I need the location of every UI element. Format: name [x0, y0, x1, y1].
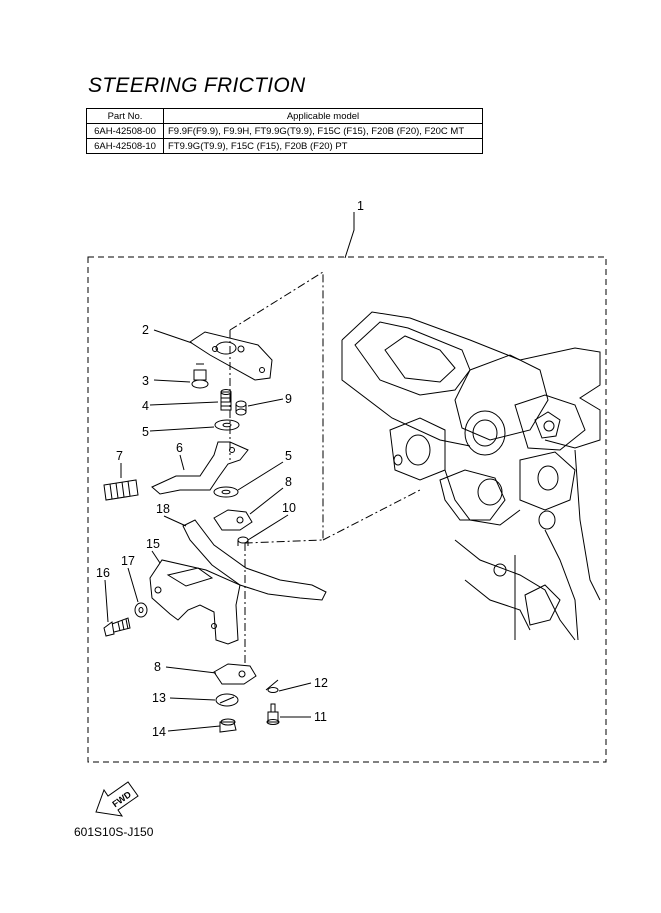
callout-label: 6	[176, 441, 183, 455]
callout-label: 8	[285, 475, 292, 489]
part-bolt-16	[103, 617, 131, 637]
callout-label: 1	[357, 199, 364, 213]
assembly-frame	[87, 256, 607, 763]
part-plate-13	[215, 693, 239, 707]
part-stud-4	[220, 389, 232, 411]
part-plate-2	[259, 367, 265, 373]
part-collar-10	[237, 536, 249, 544]
callout-label: 9	[285, 392, 292, 406]
callout-label: 13	[152, 691, 166, 705]
part-washer-17	[134, 602, 148, 618]
part-cam-8	[236, 516, 244, 524]
callout-numbers: 1 2 3 4 5 6 7 5 8 9 10 18 15 17 16 8 12 …	[96, 199, 364, 739]
part-plate-2	[237, 345, 245, 353]
part-no-cell: 6AH-42508-10	[86, 138, 164, 154]
part-plate-2	[215, 341, 237, 355]
callout-label: 8	[154, 660, 161, 674]
part-cam-8	[238, 670, 246, 678]
guide-line	[265, 679, 279, 691]
applicable-model-table: Part No. Applicable model 6AH-42508-00 F…	[86, 108, 483, 154]
assembly-guide-lines	[229, 271, 421, 665]
callout-label: 18	[156, 502, 170, 516]
part-washer-5	[222, 422, 232, 428]
callout-leaders	[104, 212, 355, 732]
part-plate-2	[212, 346, 218, 352]
table-header-row: Part No. Applicable model	[86, 108, 483, 124]
fwd-arrow-icon: FWD	[95, 781, 139, 817]
part-nut-14	[219, 718, 237, 733]
callout-label: 14	[152, 725, 166, 739]
model-cell: FT9.9G(T9.9), F15C (F15), F20B (F20) PT	[163, 138, 483, 154]
callout-label: 5	[142, 425, 149, 439]
part-grip-7	[103, 479, 139, 501]
callout-label: 3	[142, 374, 149, 388]
part-lever-6	[229, 447, 235, 453]
callout-label: 4	[142, 399, 149, 413]
callout-label: 16	[96, 566, 110, 580]
callout-label: 11	[314, 710, 327, 724]
part-plate-2	[189, 331, 273, 381]
part-washer-5	[214, 419, 240, 431]
part-collar-9	[235, 400, 247, 416]
part-plate-13	[219, 696, 235, 704]
callout-label: 17	[121, 554, 135, 568]
part-bolt-3	[191, 363, 209, 389]
part-washer-12	[267, 687, 279, 693]
part-collar-10	[237, 540, 249, 546]
part-washer-17	[138, 607, 144, 613]
table-row: 6AH-42508-10 FT9.9G(T9.9), F15C (F15), F…	[86, 138, 483, 154]
part-washer-5	[221, 489, 231, 495]
part-lever-6	[151, 441, 249, 495]
callout-label: 2	[142, 323, 149, 337]
part-cam-8	[213, 509, 253, 531]
part-cam-8	[213, 663, 257, 685]
bracket-housing-drawing	[341, 311, 601, 641]
part-bolt-11	[266, 703, 280, 725]
callout-label: 5	[285, 449, 292, 463]
page-title: STEERING FRICTION	[88, 74, 306, 97]
callout-label: 7	[116, 449, 123, 463]
callout-label: 12	[314, 676, 328, 690]
figure-code: 601S10S-J150	[74, 825, 154, 839]
part-plate-18	[182, 519, 327, 601]
part-bracket-15	[149, 559, 241, 645]
part-washer-5	[213, 486, 239, 498]
callout-label: 15	[146, 537, 160, 551]
callout-label: 10	[282, 501, 296, 515]
